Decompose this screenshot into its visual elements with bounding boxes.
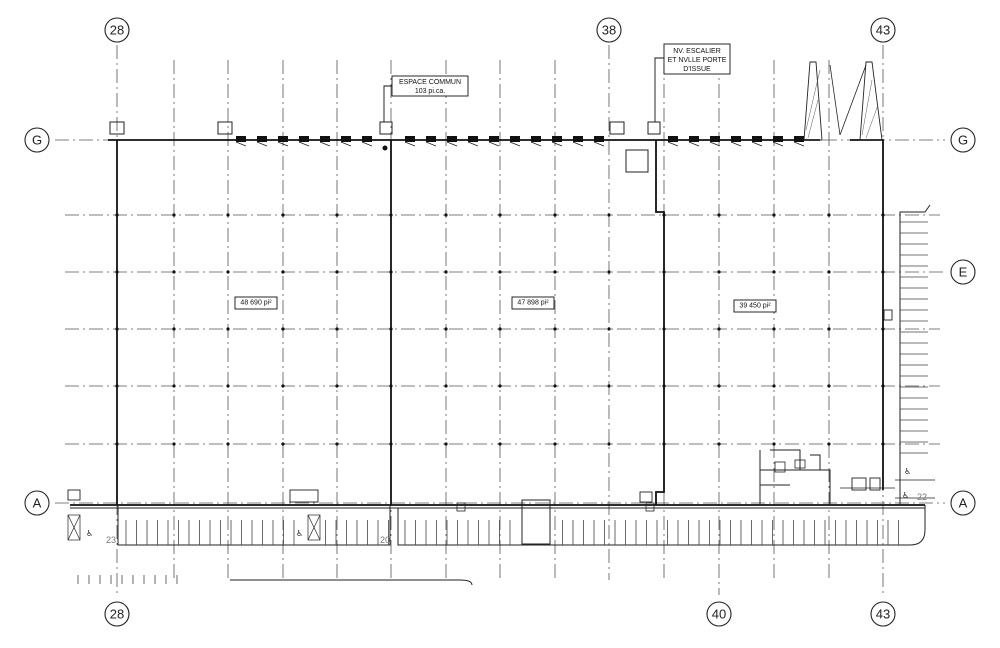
svg-text:28: 28	[110, 607, 124, 622]
svg-text:♿: ♿	[296, 529, 303, 538]
accessible-parking-icon: ♿ ♿ ♿ ♿	[86, 467, 911, 538]
south-parking	[77, 499, 926, 586]
grid-bubble-right-G: G	[950, 127, 976, 153]
east-parking	[899, 204, 931, 505]
grid-bubble-right-E: E	[950, 259, 976, 285]
south-doors	[67, 309, 893, 541]
svg-text:47 898 pi²: 47 898 pi²	[517, 300, 549, 307]
area-label-2: 47 898 pi²	[511, 296, 555, 310]
svg-text:ET NVLLE PORTE: ET NVLLE PORTE	[668, 57, 727, 64]
grid-bubble-bottom-40: 40	[706, 601, 732, 627]
grid-bubble-top-43: 43	[870, 17, 896, 43]
svg-text:40: 40	[712, 607, 726, 622]
column-dots	[115, 213, 885, 446]
svg-text:A: A	[33, 496, 42, 511]
building-walls	[70, 139, 925, 509]
parking-number-23: 23	[106, 535, 116, 545]
svg-text:A: A	[959, 496, 968, 511]
parking-numbers: 23 20 22	[106, 492, 927, 545]
grid-bubble-left-A: A	[24, 490, 50, 516]
svg-text:43: 43	[876, 23, 890, 38]
svg-text:103 pi.ca.: 103 pi.ca.	[415, 88, 445, 95]
stair-note: NV. ESCALIER ET NVLLE PORTE D'ISSUE	[654, 43, 731, 122]
grid-bubble-bottom-28: 28	[104, 601, 130, 627]
parking-number-20: 20	[380, 535, 390, 545]
svg-text:♿: ♿	[86, 529, 93, 538]
svg-text:28: 28	[110, 23, 124, 38]
svg-text:ESPACE COMMUN: ESPACE COMMUN	[399, 79, 461, 86]
svg-text:♿: ♿	[902, 491, 909, 500]
svg-text:♿: ♿	[904, 467, 911, 476]
entrances-top	[109, 121, 661, 173]
common-space-note: ESPACE COMMUN 103 pi.ca.	[383, 75, 469, 122]
grid-bubble-left-G: G	[24, 127, 50, 153]
area-label-3: 39 450 pi²	[733, 299, 777, 313]
parking-number-22: 22	[917, 492, 927, 502]
office-area	[759, 449, 935, 505]
svg-text:G: G	[958, 133, 968, 148]
grid-bubble-top-38: 38	[596, 17, 622, 43]
svg-text:G: G	[32, 133, 42, 148]
svg-text:38: 38	[602, 23, 616, 38]
grid-bubble-bottom-43: 43	[870, 601, 896, 627]
svg-text:39 450 pi²: 39 450 pi²	[739, 303, 771, 310]
area-label-1: 48 690 pi²	[234, 296, 278, 310]
grid-bubble-right-A: A	[950, 490, 976, 516]
svg-text:NV. ESCALIER: NV. ESCALIER	[673, 48, 721, 55]
grid-bubble-top-28: 28	[104, 17, 130, 43]
loading-docks	[235, 136, 805, 147]
svg-text:48 690 pi²: 48 690 pi²	[240, 300, 272, 307]
svg-text:D'ISSUE: D'ISSUE	[683, 66, 711, 73]
svg-text:43: 43	[876, 607, 890, 622]
svg-text:E: E	[959, 265, 968, 280]
stair-hatch	[803, 61, 883, 141]
